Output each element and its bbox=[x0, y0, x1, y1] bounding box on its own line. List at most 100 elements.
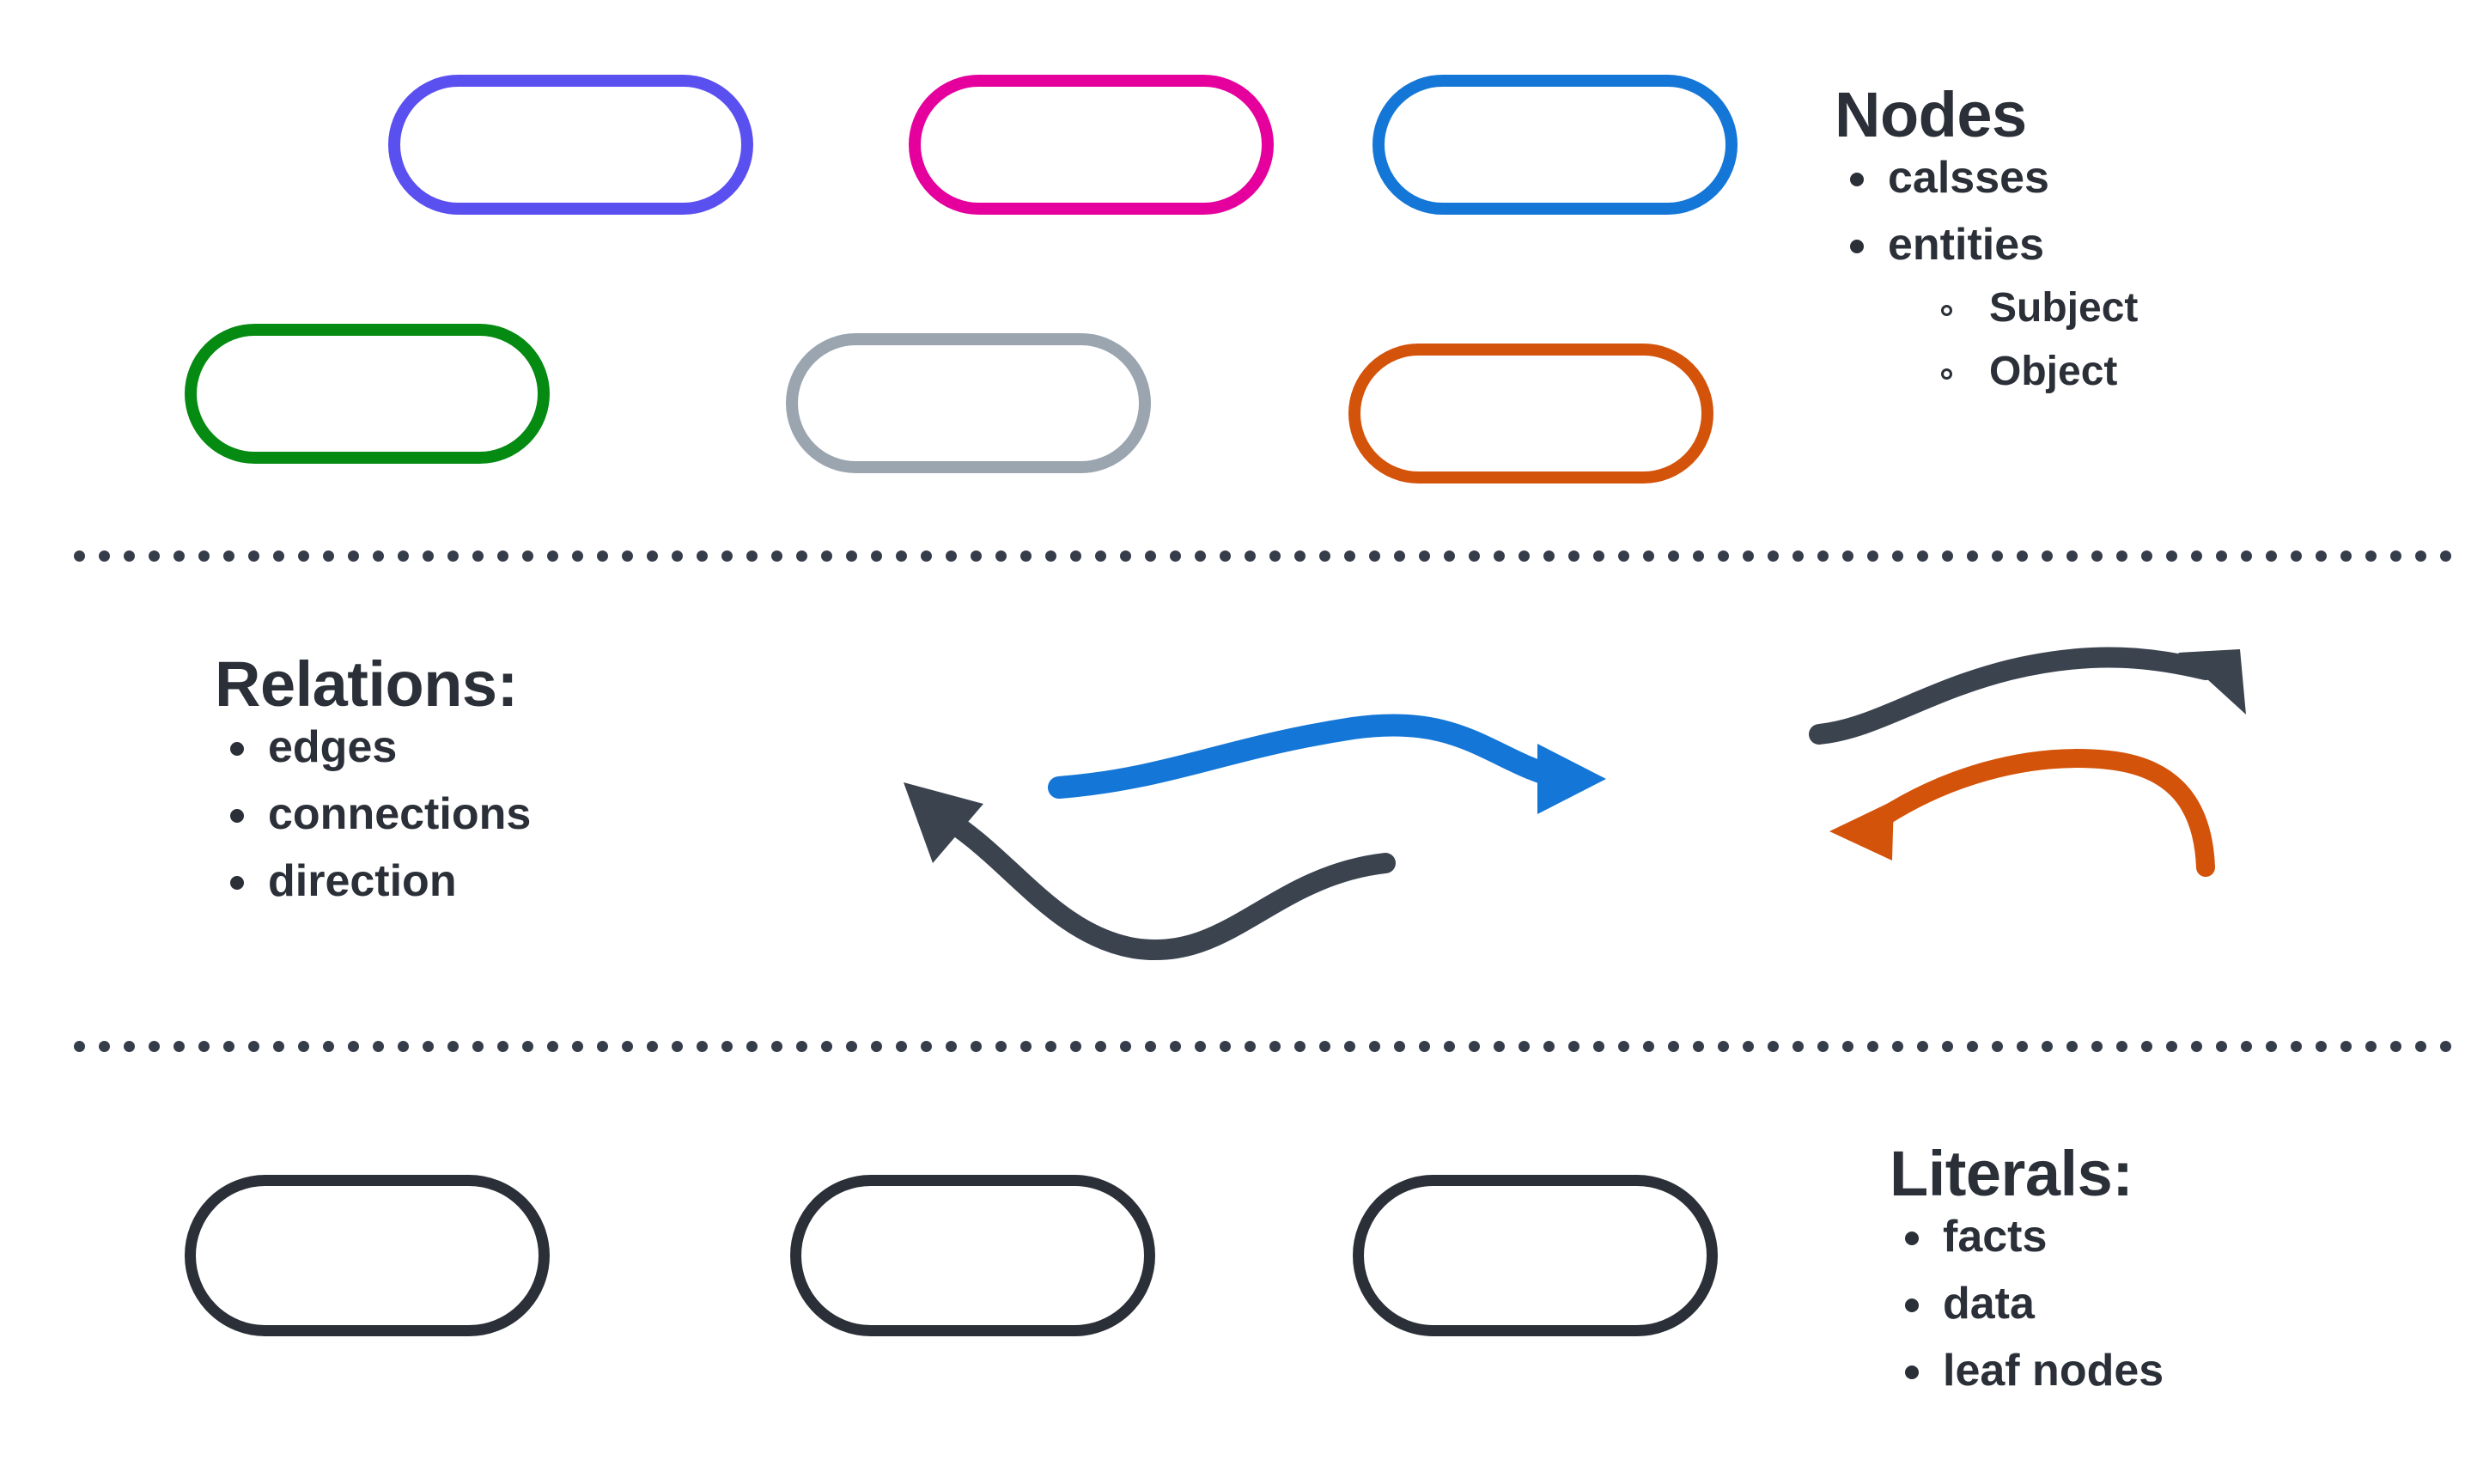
node-pill-magenta[interactable] bbox=[909, 75, 1274, 215]
divider-dot bbox=[1294, 1041, 1306, 1052]
divider-dot bbox=[2066, 550, 2078, 562]
divider-dot bbox=[423, 1041, 434, 1052]
divider-dot bbox=[1618, 1041, 1629, 1052]
arrow-dark-left bbox=[904, 782, 1396, 960]
divider-dot bbox=[1842, 1041, 1853, 1052]
node-pill-green[interactable] bbox=[185, 324, 550, 464]
divider-dot bbox=[1792, 1041, 1804, 1052]
divider-dot bbox=[846, 1041, 857, 1052]
divider-dot bbox=[447, 550, 459, 562]
nodes-list: calsses entities Subject Object bbox=[1835, 155, 2138, 392]
divider-dot bbox=[1718, 550, 1729, 562]
divider-dot bbox=[1643, 550, 1654, 562]
literals-list-item-facts: facts bbox=[1890, 1214, 2164, 1259]
divider-dot bbox=[1519, 1041, 1530, 1052]
divider-dot bbox=[1668, 1041, 1679, 1052]
divider-dot bbox=[921, 550, 932, 562]
divider-dot bbox=[1319, 550, 1330, 562]
literal-pill-3[interactable] bbox=[1353, 1175, 1718, 1336]
divider-dot bbox=[2316, 1041, 2327, 1052]
literals-list-item-leaf-nodes: leaf nodes bbox=[1890, 1348, 2164, 1393]
divider-dot bbox=[697, 550, 708, 562]
divider-dot bbox=[572, 1041, 583, 1052]
divider-dot bbox=[1593, 1041, 1604, 1052]
divider-dot bbox=[2365, 550, 2377, 562]
relations-title: Relations: bbox=[215, 648, 518, 720]
bullet-icon bbox=[1905, 1365, 1919, 1379]
divider-dot bbox=[2266, 550, 2277, 562]
relations-item-label: connections bbox=[268, 789, 532, 839]
divider-dot bbox=[2415, 550, 2426, 562]
divider-dot bbox=[1768, 1041, 1779, 1052]
divider-dot bbox=[1269, 1041, 1281, 1052]
divider-dot bbox=[1792, 550, 1804, 562]
literals-item-label: data bbox=[1943, 1279, 2035, 1329]
divider-dot bbox=[2091, 1041, 2103, 1052]
divider-dot bbox=[1693, 1041, 1704, 1052]
divider-dot bbox=[298, 1041, 309, 1052]
divider-dot bbox=[1693, 550, 1704, 562]
divider-dot bbox=[1419, 1041, 1430, 1052]
nodes-subitem-label: Subject bbox=[1989, 285, 2139, 331]
divider-dot bbox=[622, 1041, 633, 1052]
divider-dot bbox=[896, 550, 907, 562]
divider-dot bbox=[2266, 1041, 2277, 1052]
divider-dot bbox=[124, 550, 135, 562]
divider-dot bbox=[697, 1041, 708, 1052]
divider-dot bbox=[1494, 1041, 1505, 1052]
divider-dot bbox=[373, 550, 384, 562]
divider-dot bbox=[2390, 550, 2401, 562]
literals-item-label: leaf nodes bbox=[1943, 1346, 2164, 1396]
nodes-legend: Nodes calsses entities Subject Object bbox=[1835, 83, 2138, 415]
divider-dot bbox=[423, 550, 434, 562]
divider-dot bbox=[472, 1041, 484, 1052]
node-pill-gray[interactable] bbox=[786, 333, 1151, 473]
bullet-icon bbox=[230, 742, 244, 756]
divider-dot bbox=[1543, 1041, 1555, 1052]
divider-dot bbox=[2241, 550, 2252, 562]
relations-item-label: direction bbox=[268, 856, 457, 906]
divider-dot bbox=[2141, 550, 2152, 562]
divider-dot bbox=[2440, 1041, 2451, 1052]
divider-dot bbox=[672, 1041, 683, 1052]
divider-dot bbox=[248, 1041, 259, 1052]
divider-dot bbox=[2066, 1041, 2078, 1052]
divider-dot bbox=[1170, 1041, 1181, 1052]
divider-dot bbox=[2116, 550, 2127, 562]
divider-dot bbox=[672, 550, 683, 562]
divider-dot bbox=[1245, 1041, 1256, 1052]
relations-list: edges connections direction bbox=[215, 725, 531, 903]
divider-dot bbox=[1917, 550, 1928, 562]
divider-dot bbox=[1120, 1041, 1131, 1052]
nodes-title: Nodes bbox=[1835, 79, 2027, 150]
divider-bottom bbox=[74, 1041, 2453, 1052]
literal-pill-1[interactable] bbox=[185, 1175, 550, 1336]
node-pill-purple[interactable] bbox=[388, 75, 753, 215]
divider-dot bbox=[2340, 1041, 2352, 1052]
literal-pill-2[interactable] bbox=[790, 1175, 1155, 1336]
divider-dot bbox=[2166, 550, 2177, 562]
divider-dot bbox=[2042, 550, 2053, 562]
divider-dot bbox=[2340, 550, 2352, 562]
node-pill-blue[interactable] bbox=[1372, 75, 1738, 215]
divider-dot bbox=[472, 550, 484, 562]
divider-dot bbox=[1269, 550, 1281, 562]
divider-dot bbox=[2316, 550, 2327, 562]
divider-dot bbox=[2415, 1041, 2426, 1052]
divider-dot bbox=[398, 550, 409, 562]
divider-dot bbox=[99, 1041, 110, 1052]
divider-dot bbox=[1444, 550, 1455, 562]
divider-dot bbox=[871, 1041, 882, 1052]
divider-dot bbox=[971, 1041, 982, 1052]
divider-dot bbox=[647, 550, 658, 562]
divider-dot bbox=[1842, 550, 1853, 562]
divider-dot bbox=[1942, 1041, 1953, 1052]
divider-dot bbox=[1668, 550, 1679, 562]
divider-dot bbox=[1568, 1041, 1579, 1052]
divider-dot bbox=[2017, 1041, 2028, 1052]
relations-item-label: edges bbox=[268, 722, 398, 772]
divider-dot bbox=[447, 1041, 459, 1052]
divider-dot bbox=[2091, 550, 2103, 562]
node-pill-orange[interactable] bbox=[1348, 344, 1713, 484]
divider-dot bbox=[1768, 550, 1779, 562]
